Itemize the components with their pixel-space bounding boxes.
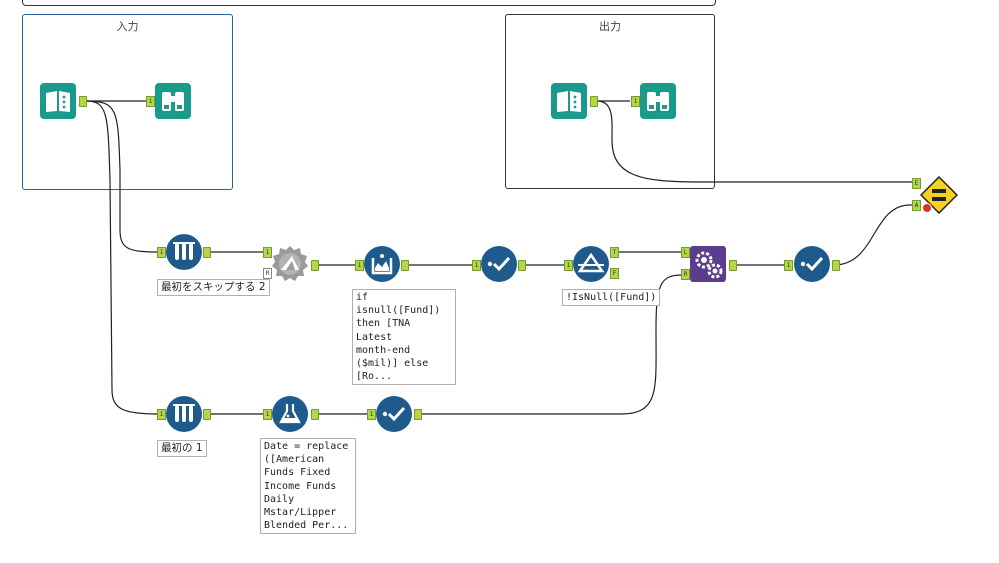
wire-input-sample-skip [85,100,161,253]
filter-tool[interactable] [573,246,609,282]
select-check-icon [376,396,412,432]
formula-top-tool[interactable] [364,246,400,282]
formula-top-annotation: if isnull([Fund]) then [TNA Latest month… [352,289,456,386]
output-container-title: 出力 [599,20,621,33]
sample-skip-annotation: 最初をスキップする 2 [157,279,270,297]
expect-actual-anchor[interactable]: A [912,200,921,211]
rename-output-anchor[interactable] [311,260,319,271]
wire-input-sample-first [85,100,161,415]
sample-first-output-anchor[interactable] [203,409,211,420]
join-left-anchor[interactable]: L [681,247,690,258]
wire-select-expect [833,204,912,266]
output-input-data-anchor[interactable] [590,96,598,107]
browse-input-anchor[interactable]: 1 [146,96,155,107]
formula-bottom-input-anchor[interactable]: 1 [263,409,272,420]
flask-beaker-icon [364,246,400,282]
book-input-icon [40,83,76,119]
top-container-edge [22,0,716,6]
select-bottom-input-anchor[interactable]: 1 [367,409,376,420]
rename-input-anchor[interactable]: 1 [263,247,272,258]
output-input-data-tool[interactable] [551,83,587,119]
test-tubes-icon [166,234,202,270]
select-bottom-output-anchor[interactable] [414,409,422,420]
dynamic-rename-tool[interactable] [272,246,308,282]
sample-skip-input-anchor[interactable]: 1 [157,247,166,258]
sample-first-tool[interactable] [166,396,202,432]
expect-expected-anchor[interactable]: E [912,178,921,189]
select-final-input-anchor[interactable]: 1 [784,260,793,271]
select-check-icon [794,246,830,282]
select-top-output-anchor[interactable] [518,260,526,271]
input-data-tool[interactable] [40,83,76,119]
formula-bottom-output-anchor[interactable] [311,409,319,420]
formula-bottom-annotation: Date = replace ([American Funds Fixed In… [260,438,356,535]
join-output-anchor[interactable] [729,260,737,271]
filter-input-anchor[interactable]: 1 [564,260,573,271]
join-right-anchor[interactable]: R [681,269,690,280]
join-gears-icon [690,246,726,282]
sample-skip-output-anchor[interactable] [203,247,211,258]
browse-tool[interactable] [155,83,191,119]
filter-annotation: !IsNull([Fund]) [562,289,661,307]
formula-top-input-anchor[interactable]: 1 [355,260,364,271]
select-top-input-anchor[interactable]: 1 [472,260,481,271]
book-input-icon [551,83,587,119]
rename-rows-anchor[interactable]: R [263,268,272,279]
filter-true-anchor[interactable]: T [610,247,619,258]
flask-beaker-icon [272,396,308,432]
filter-triangle-icon [573,246,609,282]
formula-bottom-tool[interactable] [272,396,308,432]
output-browse-tool[interactable] [640,83,676,119]
error-indicator-icon [922,203,932,213]
wire-select3-join [420,274,683,415]
sample-skip-tool[interactable] [166,234,202,270]
input-container-title: 入力 [116,20,139,33]
binoculars-icon [155,83,191,119]
select-check-icon [481,246,517,282]
test-tubes-icon [166,396,202,432]
binoculars-icon [640,83,676,119]
select-bottom-tool[interactable] [376,396,412,432]
input-data-output-anchor[interactable] [79,96,87,107]
sample-first-input-anchor[interactable]: 1 [157,409,166,420]
rename-gear-icon [272,246,308,281]
select-final-tool[interactable] [794,246,830,282]
wire-output-expect [596,100,912,183]
select-final-output-anchor[interactable] [832,260,840,271]
sample-first-annotation: 最初の 1 [157,440,207,458]
filter-false-anchor[interactable]: F [610,268,619,279]
join-tool[interactable] [690,246,726,282]
output-browse-input-anchor[interactable]: 1 [631,96,640,107]
select-top-tool[interactable] [481,246,517,282]
formula-top-output-anchor[interactable] [401,260,409,271]
